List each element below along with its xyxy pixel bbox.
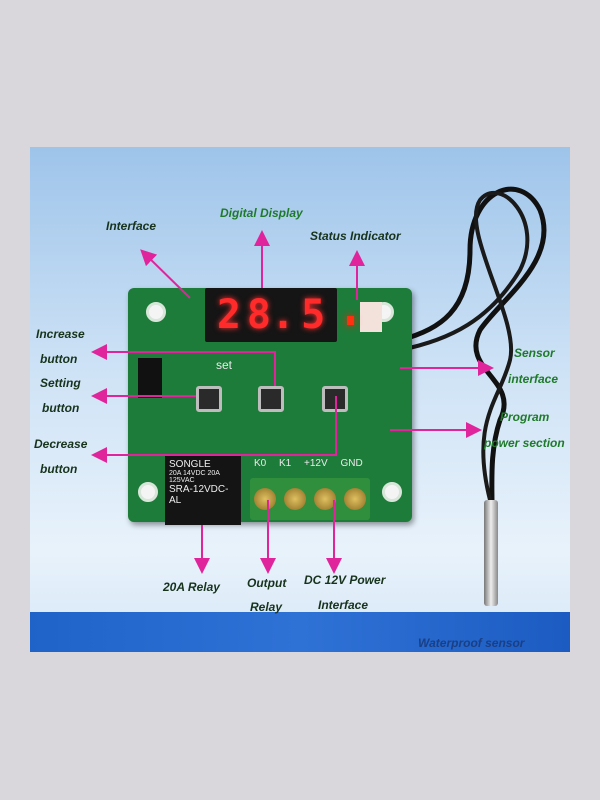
screw-terminal [254,488,276,510]
mount-hole [382,482,402,502]
relay: SONGLE 20A 14VDC 20A 125VAC SRA-12VDC-AL [165,455,241,525]
setting-button[interactable] [196,386,222,412]
relay-brand: SONGLE [169,459,211,470]
digit: 2 [216,292,241,338]
digit: 5 [301,292,326,338]
sensor-connector [360,302,382,332]
temperature-probe [484,500,498,606]
screw-terminal [344,488,366,510]
label-waterproof-sensor: Waterproof sensor [418,636,525,650]
increase-button[interactable] [258,386,284,412]
label-decrease: Decrease [34,437,88,451]
terminal-block [250,478,370,520]
label-increase-2: button [40,352,78,366]
label-20a-relay: 20A Relay [163,580,220,594]
label-sensor: Sensor [514,346,555,360]
terminal-silkscreen: K0 K1 +12V GND [254,458,363,469]
label-digital-display: Digital Display [220,206,303,220]
screw-terminal [314,488,336,510]
terminal-k0: K0 [254,458,267,469]
label-increase: Increase [36,327,85,341]
label-program: Program [500,410,550,424]
label-output: Output [247,576,287,590]
terminal-gnd: GND [340,458,363,469]
digit: 8. [246,292,296,338]
terminal-12v: +12V [304,458,328,469]
label-power-2: Interface [318,598,369,612]
bottom-band [30,612,570,652]
label-sensor-2: interface [508,372,559,386]
chip [138,358,162,398]
label-status-indicator: Status Indicator [310,229,401,243]
relay-model: SRA-12VDC-AL [169,484,229,506]
mount-hole [146,302,166,322]
label-setting: Setting [40,376,81,390]
relay-rating: 20A 14VDC 20A 125VAC [169,470,220,484]
label-setting-2: button [42,401,80,415]
label-program-2: power section [484,436,565,450]
label-power: DC 12V Power [304,573,386,587]
mount-hole [138,482,158,502]
set-silkscreen: set [216,358,233,372]
terminal-k1: K1 [279,458,292,469]
status-led [347,316,354,325]
label-interface: Interface [106,219,157,233]
label-output-2: Relay [250,600,283,614]
digital-display: 2 8. 5 [205,288,337,342]
label-decrease-2: button [40,462,78,476]
screw-terminal [284,488,306,510]
